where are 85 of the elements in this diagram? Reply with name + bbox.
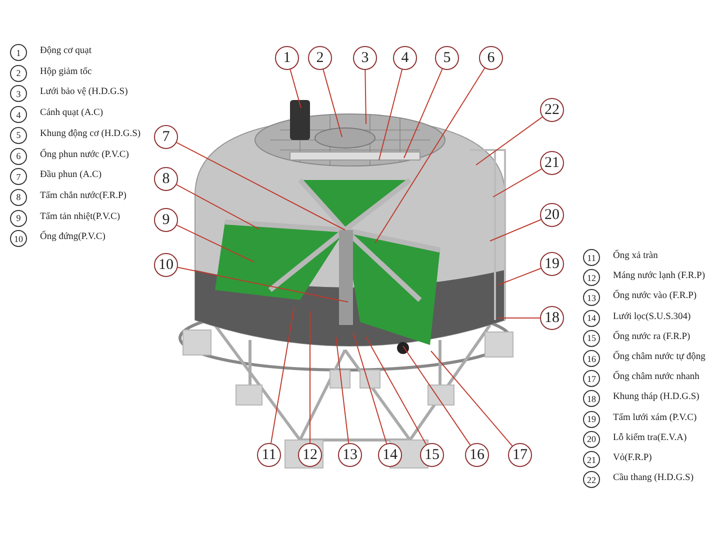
part-name: Ống đứng(P.V.C) — [40, 232, 106, 242]
callout-number: 4 — [393, 46, 417, 70]
part-name: Tấm tản nhiệt(P.V.C) — [40, 212, 120, 222]
part-name: Máng nước lạnh (F.R.P) — [613, 271, 706, 282]
part-name: Tấm chắn nước(F.R.P) — [40, 190, 126, 201]
part-name: Ống châm nước tự động — [613, 352, 706, 362]
part-name: Cầu thang (H.D.G.S) — [613, 473, 694, 484]
leader-line — [374, 68, 486, 244]
leader-line — [402, 346, 471, 446]
list-number: 7 — [10, 168, 27, 186]
callout-number: 3 — [353, 46, 377, 70]
leader-line — [366, 336, 427, 446]
callout-number: 22 — [540, 98, 564, 122]
callout-number: 13 — [338, 443, 362, 467]
part-name: Lưới lọc(S.U.S.304) — [613, 312, 691, 322]
part-name: Hộp giảm tốc — [40, 66, 92, 77]
leader-line — [364, 70, 366, 124]
leader-line — [404, 68, 443, 158]
list-number: 15 — [583, 330, 600, 347]
list-number: 22 — [583, 471, 600, 488]
leader-line — [290, 69, 302, 108]
part-name: Đầu phun (A.C) — [40, 170, 102, 180]
list-number: 2 — [10, 64, 27, 82]
part-name: Khung động cơ (H.D.G.S) — [40, 128, 141, 139]
part-name: Ống châm nước nhanh — [613, 372, 700, 382]
list-number: 8 — [10, 188, 27, 206]
list-number: 14 — [583, 310, 600, 327]
leader-line — [176, 184, 260, 230]
part-name: Vỏ(F.R.P) — [613, 453, 652, 463]
leader-line — [490, 219, 542, 242]
list-number: 18 — [583, 390, 600, 408]
callout-number: 16 — [465, 443, 489, 467]
list-number: 17 — [583, 370, 600, 388]
list-number: 4 — [10, 106, 27, 124]
callout-number: 5 — [435, 46, 459, 70]
callout-number: 17 — [508, 443, 532, 467]
part-name: Tấm lưới xám (P.V.C) — [613, 412, 697, 423]
list-number: 5 — [10, 126, 27, 144]
leader-line — [336, 336, 350, 444]
callout-number: 1 — [275, 46, 299, 70]
callout-number: 9 — [154, 208, 178, 232]
callout-number: 18 — [540, 306, 564, 330]
leader-line — [176, 142, 346, 230]
list-number: 12 — [583, 269, 600, 286]
list-number: 11 — [583, 249, 600, 266]
callout-number: 6 — [479, 46, 503, 70]
callout-number: 2 — [308, 46, 332, 70]
callout-number: 15 — [420, 443, 444, 467]
callout-number: 20 — [540, 203, 564, 227]
list-number: 6 — [10, 148, 27, 164]
part-name: Động cơ quạt — [40, 46, 92, 56]
list-number: 9 — [10, 210, 27, 227]
callout-number: 11 — [257, 443, 281, 467]
part-name: Ống nước ra (F.R.P) — [613, 332, 690, 342]
list-number: 10 — [10, 230, 27, 248]
leader-line — [378, 69, 403, 160]
list-number: 20 — [583, 430, 600, 448]
list-number: 1 — [10, 44, 27, 61]
callout-number: 14 — [378, 443, 402, 467]
leader-line — [322, 69, 342, 138]
callout-number: 21 — [540, 151, 564, 175]
part-name: Ống phun nước (P.V.C) — [40, 150, 129, 160]
leader-line — [476, 116, 543, 166]
part-name: Ống xả tràn — [613, 251, 658, 261]
leader-line — [177, 266, 348, 302]
callout-number: 7 — [154, 125, 178, 149]
leader-line — [270, 306, 294, 444]
leader-line — [176, 224, 254, 262]
list-number: 13 — [583, 289, 600, 306]
list-number: 3 — [10, 85, 27, 102]
callout-number: 8 — [154, 167, 178, 191]
callout-number: 10 — [154, 253, 178, 277]
part-name: Lỗ kiểm tra(E.V.A) — [613, 432, 687, 443]
list-number: 19 — [583, 410, 600, 428]
part-name: Khung tháp (H.D.G.S) — [613, 392, 700, 402]
part-name: Lưới bảo vệ (H.D.G.S) — [40, 87, 128, 98]
leader-line — [352, 332, 388, 444]
part-name: Cánh quạt (A.C) — [40, 108, 104, 118]
leader-line — [430, 350, 513, 446]
part-name: Ống nước vào (F.R.P) — [613, 291, 697, 302]
list-number: 21 — [583, 451, 600, 468]
callout-number: 19 — [540, 252, 564, 276]
leader-line — [498, 268, 542, 286]
leader-line — [492, 168, 542, 198]
list-number: 16 — [583, 350, 600, 367]
